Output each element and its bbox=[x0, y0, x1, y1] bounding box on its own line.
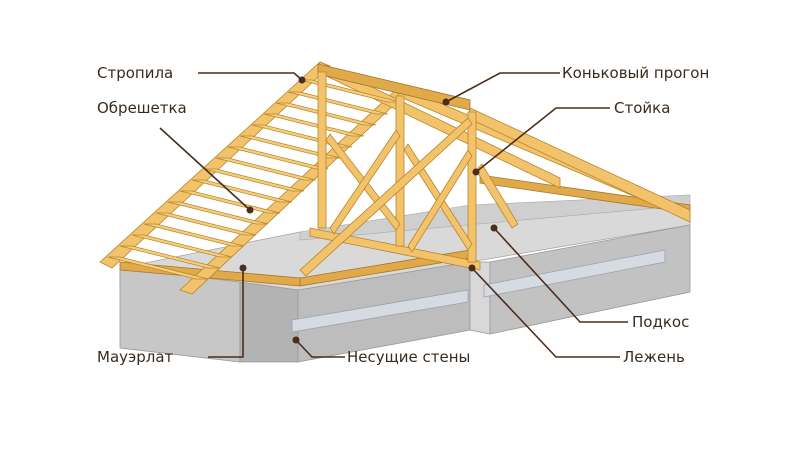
label-post: Стойка bbox=[614, 99, 670, 117]
label-tie-beam: Лежень bbox=[623, 348, 685, 366]
label-rafters: Стропила bbox=[97, 64, 173, 82]
label-bearing-walls: Несущие стены bbox=[347, 348, 470, 366]
label-strut: Подкос bbox=[632, 313, 689, 331]
label-mauerlat: Мауэрлат bbox=[97, 348, 174, 366]
label-ridge-purlin: Коньковый прогон bbox=[562, 64, 709, 82]
label-lathing: Обрешетка bbox=[97, 99, 187, 117]
